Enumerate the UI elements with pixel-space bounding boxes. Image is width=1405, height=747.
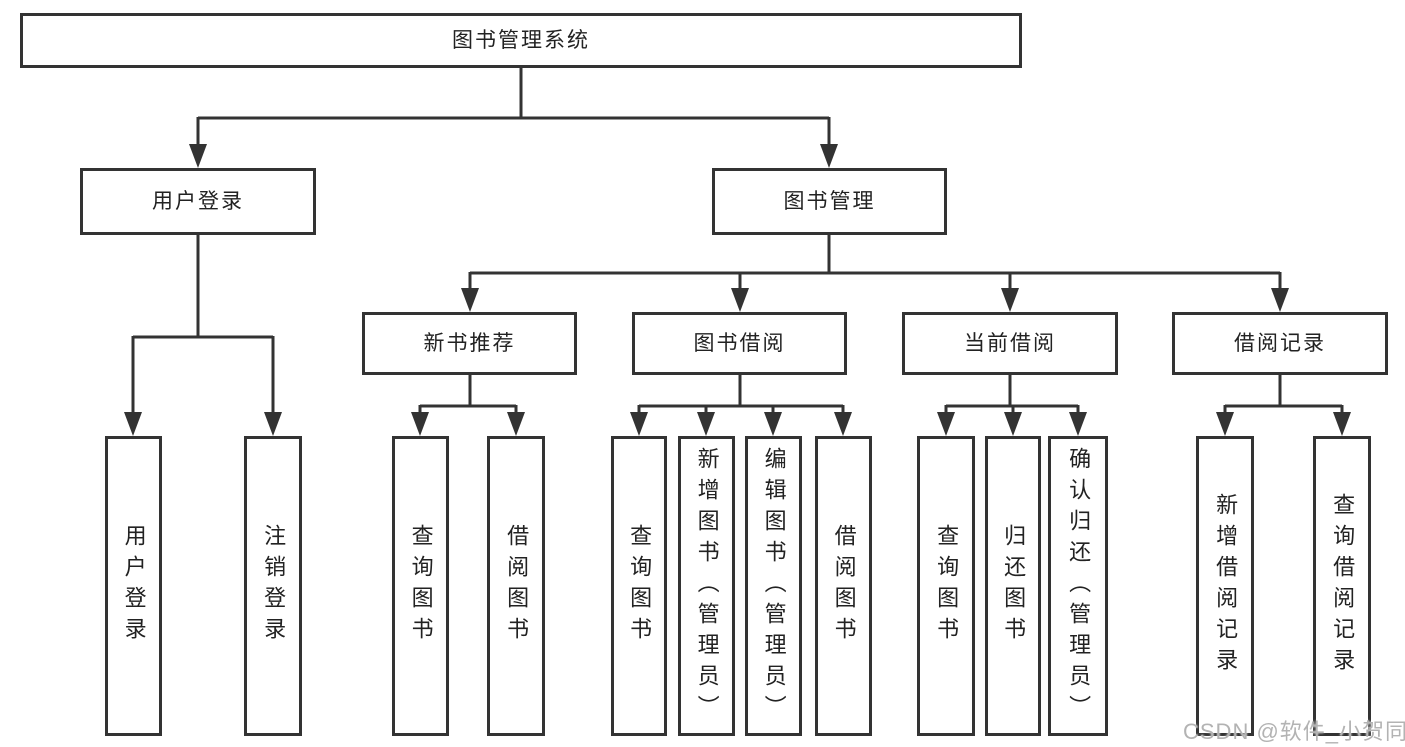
leaf-user-login: 用户登录 [105,436,162,736]
arrowhead [264,412,282,436]
leaf-recommend-borrow-books: 借阅图书 [487,436,545,736]
node-label: 新增借阅记录 [1213,493,1239,679]
node-label: 查询图书 [408,524,434,648]
leaf-borrow-books: 借阅图书 [815,436,872,736]
node-label: 图书借阅 [693,332,786,355]
arrowhead [507,412,525,436]
leaf-add-books-admin: 新增图书（管理员） [678,436,735,736]
node-label: 借阅记录 [1234,332,1326,355]
arrowhead [1333,412,1351,436]
node-book-management-branch: 图书管理 [712,168,947,235]
arrowhead [189,144,207,168]
arrowhead [1001,288,1019,312]
leaf-confirm-return-admin: 确认归还（管理员） [1048,436,1108,736]
arrowhead [731,288,749,312]
node-library-system: 图书管理系统 [20,13,1022,68]
arrowhead [1004,412,1022,436]
arrowhead [124,412,142,436]
node-label: 当前借阅 [964,332,1056,355]
node-label: 新增图书（管理员） [694,446,720,726]
node-label: 图书管理系统 [452,29,590,52]
arrowhead [630,412,648,436]
arrowhead [834,412,852,436]
node-label: 新书推荐 [423,332,516,355]
leaf-logout: 注销登录 [244,436,302,736]
node-current-borrowing: 当前借阅 [902,312,1118,375]
node-label: 查询图书 [627,524,653,648]
arrowhead [937,412,955,436]
node-label: 借阅图书 [831,524,857,648]
node-label: 图书管理 [783,190,876,213]
node-label: 用户登录 [152,190,244,213]
leaf-borrow-query-books: 查询图书 [611,436,667,736]
leaf-add-borrow-record: 新增借阅记录 [1196,436,1254,736]
leaf-current-query-books: 查询图书 [917,436,975,736]
node-label: 用户登录 [121,524,147,648]
leaf-recommend-query-books: 查询图书 [392,436,449,736]
node-label: 借阅图书 [504,524,530,648]
leaf-query-borrow-record: 查询借阅记录 [1313,436,1371,736]
csdn-watermark: CSDN @软件_小贺同学 [1183,719,1405,744]
arrowhead [1271,288,1289,312]
arrowhead [764,412,782,436]
node-label: 编辑图书（管理员） [761,446,787,726]
node-label: 归还图书 [1001,524,1027,648]
arrowhead [461,288,479,312]
arrowhead [697,412,715,436]
arrowhead [1216,412,1234,436]
node-borrowing-records: 借阅记录 [1172,312,1388,375]
node-label: 查询图书 [934,524,960,648]
node-book-borrowing: 图书借阅 [632,312,847,375]
arrowhead [411,412,429,436]
leaf-edit-books-admin: 编辑图书（管理员） [745,436,802,736]
node-user-login-branch: 用户登录 [80,168,316,235]
node-new-book-recommendation: 新书推荐 [362,312,577,375]
arrowhead [1069,412,1087,436]
leaf-return-books: 归还图书 [985,436,1041,736]
node-label: 确认归还（管理员） [1066,446,1092,726]
node-label: 查询借阅记录 [1330,493,1356,679]
arrowhead [820,144,838,168]
node-label: 注销登录 [261,524,287,648]
